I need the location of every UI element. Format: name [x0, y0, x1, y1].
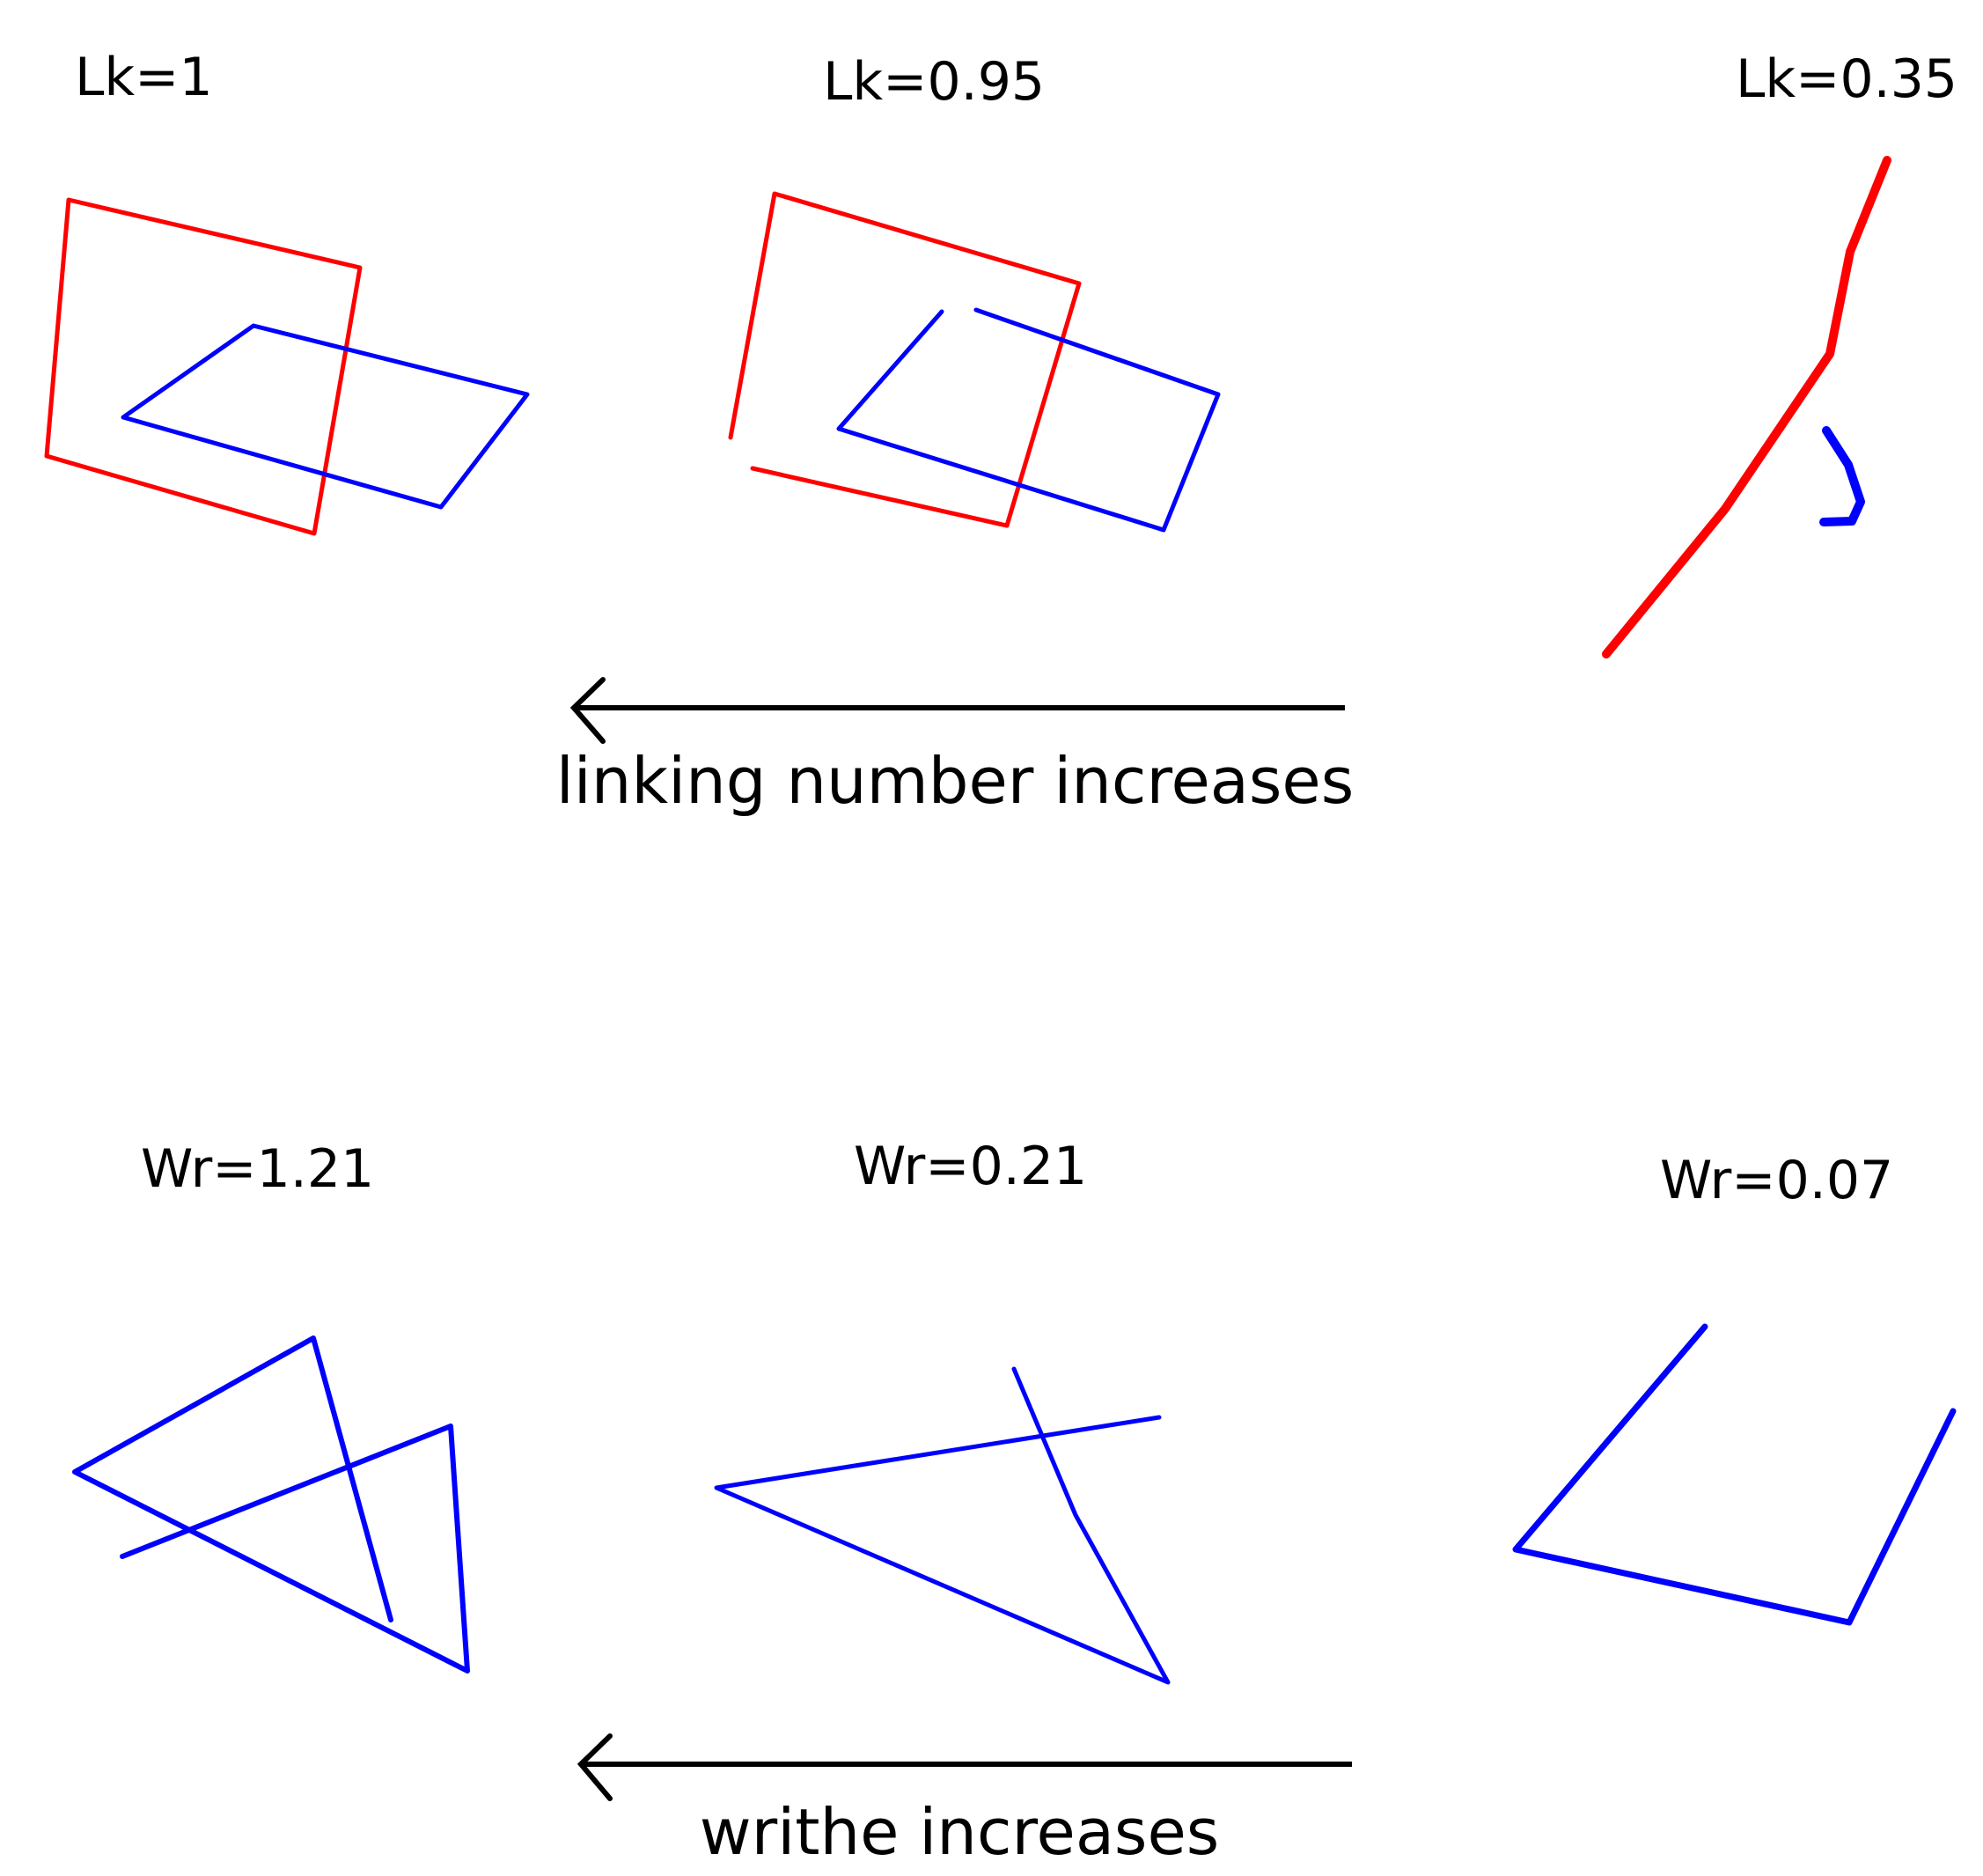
- blue-open-curve: [72, 1335, 470, 1674]
- panel-label-lk-1: Lk=1: [75, 47, 213, 108]
- panel-label-lk-095: Lk=0.95: [823, 51, 1045, 113]
- panel-label-wr-007: Wr=0.07: [1660, 1150, 1893, 1211]
- panel-label-lk-035: Lk=0.35: [1736, 48, 1957, 110]
- panel-wr-121: Wr=1.21: [72, 1138, 470, 1674]
- blue-open-curve: [1512, 1323, 1957, 1626]
- panel-wr-021: Wr=0.21: [714, 1136, 1171, 1685]
- arrow-linking-number: [569, 677, 1345, 744]
- red-open-curve: [728, 191, 1082, 528]
- panel-lk-1: Lk=1: [44, 47, 530, 536]
- caption-writhe: writhe increases: [700, 1795, 1220, 1869]
- panel-lk-095: Lk=0.95: [728, 51, 1221, 533]
- blue-open-curve: [714, 1366, 1171, 1685]
- red-loop: [44, 197, 363, 536]
- blue-open-curve: [1819, 426, 1865, 526]
- panel-wr-007: Wr=0.07: [1512, 1150, 1957, 1626]
- panel-label-wr-121: Wr=1.21: [141, 1138, 374, 1200]
- panel-label-wr-021: Wr=0.21: [854, 1136, 1087, 1197]
- blue-open-curve: [836, 307, 1221, 533]
- panel-lk-035: Lk=0.35: [1602, 48, 1957, 658]
- arrow-writhe: [577, 1733, 1352, 1801]
- blue-loop: [121, 323, 530, 510]
- caption-linking-number: linking number increases: [556, 744, 1354, 818]
- red-open-curve: [1602, 156, 1891, 658]
